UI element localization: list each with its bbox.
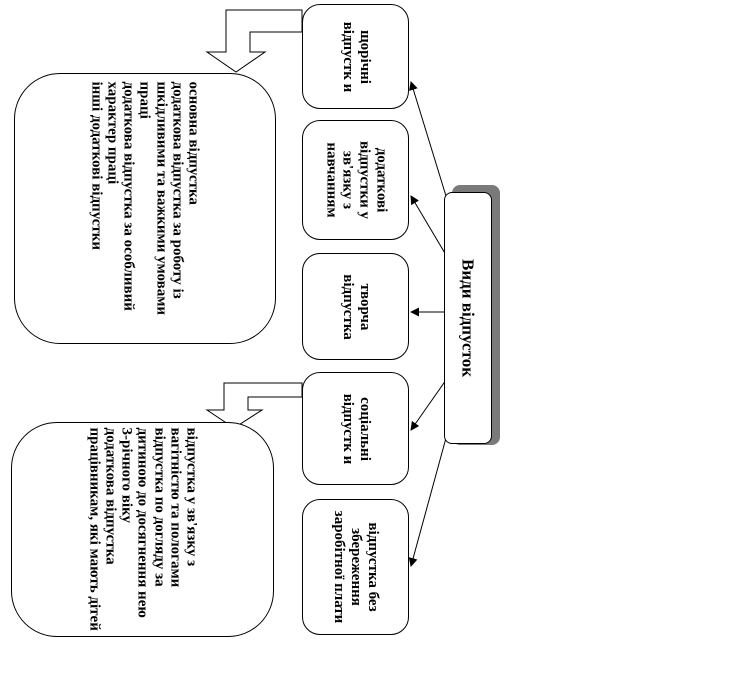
social-list-item: відпустка у зв'язку з вагітністю та поло… bbox=[166, 427, 200, 587]
category-social: соціальні відпустк и bbox=[302, 372, 409, 485]
social-list-box: відпустка у зв'язку з вагітністю та поло… bbox=[11, 422, 274, 637]
category-annual: щорічні відпустк и bbox=[302, 4, 409, 109]
category-creative: творча відпустка bbox=[302, 253, 409, 360]
category-unpaid-label: відпустка без збереження заробітної плат… bbox=[331, 510, 381, 624]
annual-list-box: основна відпустка додаткова відпустка за… bbox=[14, 73, 276, 344]
arrow-to-unpaid bbox=[408, 437, 447, 567]
annual-list-item: основна відпустка bbox=[185, 81, 202, 205]
annual-list: основна відпустка додаткова відпустка за… bbox=[88, 81, 202, 336]
arrow-to-annual bbox=[409, 81, 447, 197]
annual-list-item: додаткова відпустка за особливий характе… bbox=[104, 81, 137, 311]
block-arrow-annual bbox=[205, 9, 303, 73]
annual-list-item: інші додаткові відпустки bbox=[88, 81, 105, 250]
category-creative-label: творча відпустка bbox=[339, 273, 373, 340]
annual-list-item: додаткова відпустка за роботу із шкідлив… bbox=[137, 81, 186, 315]
category-annual-label: щорічні відпустк и bbox=[339, 21, 373, 92]
root-node: Види відпусток bbox=[444, 192, 492, 444]
arrow-to-study bbox=[410, 195, 447, 256]
block-arrow-social bbox=[205, 382, 303, 429]
root-label: Види відпусток bbox=[458, 258, 478, 378]
social-list-item: додаткова відпустка працівникам, які маю… bbox=[86, 427, 119, 631]
category-unpaid: відпустка без збереження заробітної плат… bbox=[302, 499, 409, 635]
arrow-to-social bbox=[410, 379, 447, 431]
category-social-label: соціальні відпустк и bbox=[339, 393, 373, 464]
social-list: відпустка у зв'язку з вагітністю та поло… bbox=[86, 427, 199, 632]
category-study: додаткові відпустки у зв'язку з навчання… bbox=[302, 120, 409, 240]
social-list-item: відпустка по догляду за дитиною до досяг… bbox=[118, 427, 167, 618]
category-study-label: додаткові відпустки у зв'язку з навчання… bbox=[322, 140, 390, 220]
